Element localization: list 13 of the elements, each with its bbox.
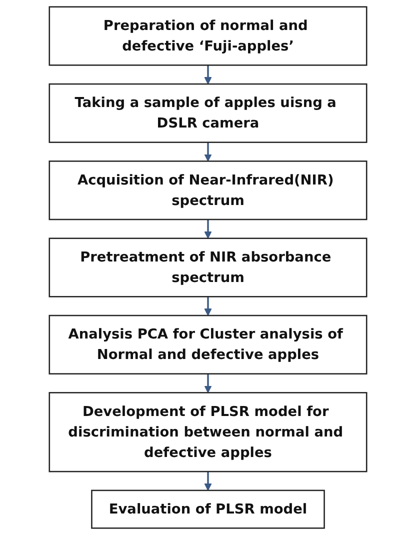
node-box: Acquisition of Near-Infrared(NIR) spectrum xyxy=(48,160,368,220)
node-box: Taking a sample of apples uisng a DSLR camera xyxy=(48,83,368,143)
node-box: Preparation of normal and defective ‘Fuji-apples’ xyxy=(48,6,368,66)
node-box: Pretreatment of NIR absorbance spectrum xyxy=(48,238,368,298)
arrow xyxy=(204,374,212,394)
node-box: Analysis PCA for Cluster analysis of Normal and defective apples xyxy=(48,314,368,374)
node-box: Evaluation of PLSR model xyxy=(91,490,325,529)
arrow xyxy=(204,65,212,84)
arrow xyxy=(204,142,212,162)
arrow xyxy=(204,219,212,239)
arrow xyxy=(204,472,212,491)
node-box: Development of PLSR model for discrimination between normal and defective apples xyxy=(48,392,368,472)
arrow xyxy=(204,296,212,316)
